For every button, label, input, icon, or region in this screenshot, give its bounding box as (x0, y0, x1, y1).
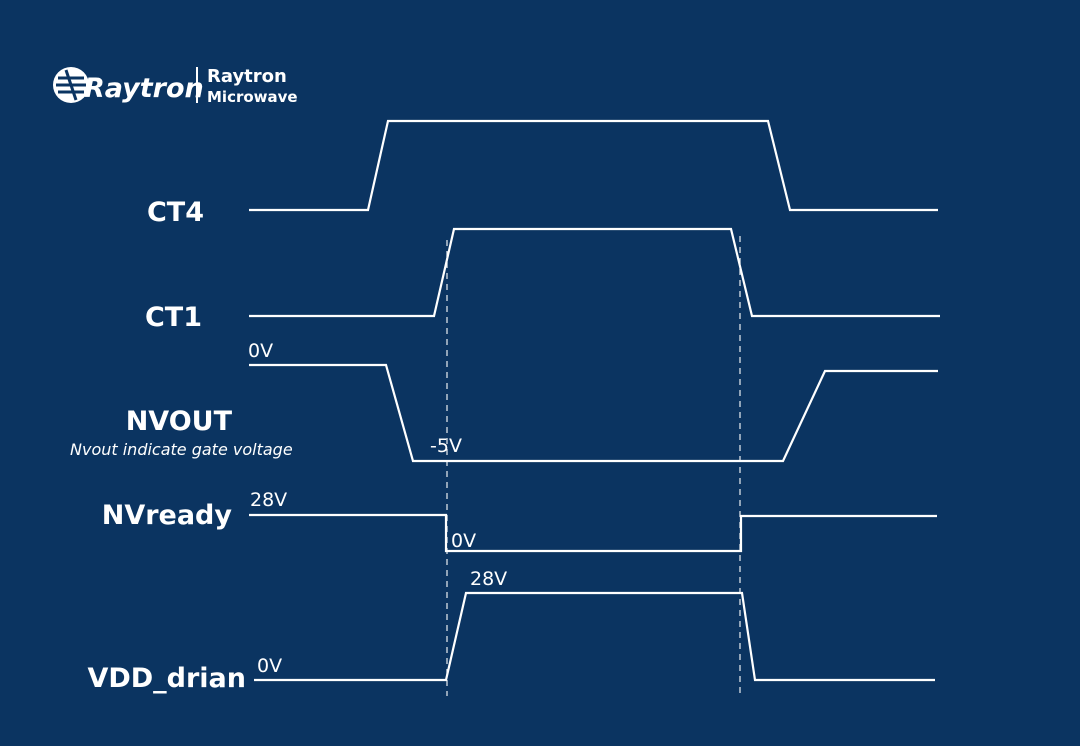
ct4-label: CT4 (147, 197, 204, 228)
ct4-waveform (249, 119, 938, 212)
ct1-waveform (249, 227, 940, 318)
logo-divider (196, 67, 198, 103)
nvready-label: NVready (102, 500, 233, 531)
vdd-label: VDD_drian (87, 663, 246, 694)
nvout-note: Nvout indicate gate voltage (70, 440, 293, 459)
logo-wordmark: Raytron (84, 73, 204, 104)
vdd-level-low: 0V (257, 655, 282, 677)
nvout-label: NVOUT (126, 406, 233, 437)
vdd-level-high: 28V (470, 568, 507, 590)
logo-company: Raytron (207, 66, 287, 87)
logo-division: Microwave (207, 88, 298, 106)
nvout-level-high: 0V (248, 340, 273, 362)
ct1-label: CT1 (145, 302, 202, 333)
vdd-waveform (254, 591, 935, 682)
nvready-level-low: 0V (451, 530, 476, 552)
raytron-emblem-icon (53, 67, 89, 103)
nvout-waveform (249, 363, 938, 463)
raytron-logo: Raytron Raytron Microwave (53, 66, 298, 106)
nvready-waveform (249, 513, 937, 553)
nvout-level-low: -5V (430, 435, 462, 457)
nvready-level-high: 28V (250, 489, 287, 511)
